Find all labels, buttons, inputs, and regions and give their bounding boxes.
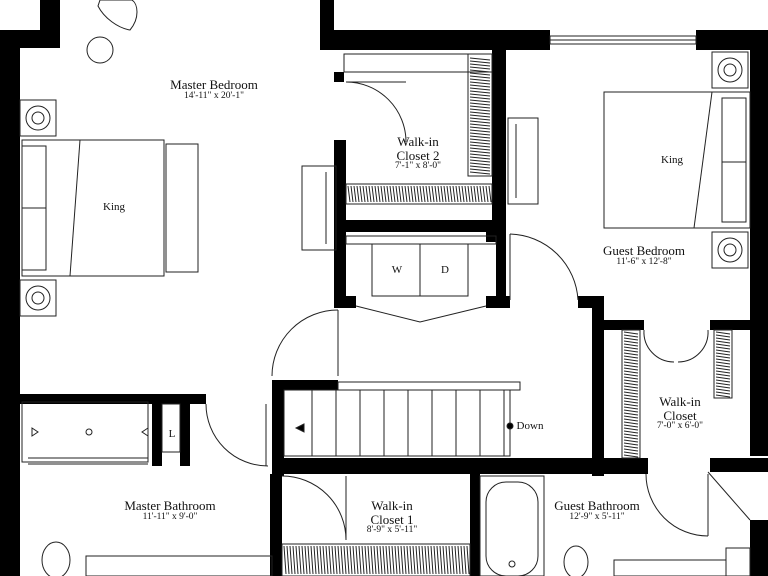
room-name: Walk-in — [659, 394, 701, 409]
room-name: Closet 2 — [396, 147, 440, 163]
room-dimensions: 11'-6" x 12'-8" — [616, 256, 672, 267]
room-name: Closet — [663, 407, 697, 423]
guest-bed-label: King — [661, 154, 683, 166]
room-name: Master Bathroom — [124, 498, 216, 513]
room-dimensions: 12'-9" x 5'-11" — [569, 511, 625, 522]
master-bed-label: King — [103, 201, 125, 213]
room-dimensions: 11'-11" x 9'-0" — [142, 511, 198, 522]
room-dimensions: 14'-11" x 20'-1" — [184, 90, 244, 101]
master-bedroom-label: Master Bedroom 14'-11" x 20'-1" — [170, 78, 258, 102]
room-name: Walk-in — [371, 498, 413, 513]
room-name: Closet 1 — [370, 511, 414, 527]
walkin-closet-1-label: Walk-in Closet 1 8'-9" x 5'-11" — [367, 499, 417, 536]
dryer-label: D — [441, 264, 449, 276]
doors — [205, 81, 751, 541]
room-name: Guest Bedroom — [603, 243, 685, 258]
room-name: Walk-in — [397, 134, 439, 149]
walkin-closet-label: Walk-in Closet 7'-0" x 6'-0" — [657, 395, 703, 432]
room-dimensions: 7'-0" x 6'-0" — [656, 421, 704, 432]
stair-treads — [311, 390, 505, 456]
room-name: Master Bedroom — [170, 77, 258, 92]
furniture — [19, 0, 751, 576]
walkin-closet-2-label: Walk-in Closet 2 7'-1" x 8'-0" — [395, 135, 441, 172]
stairs-down-label: Down — [516, 420, 544, 432]
room-dimensions: 7'-1" x 8'-0" — [394, 161, 442, 172]
guest-bedroom-label: Guest Bedroom 11'-6" x 12'-8" — [603, 244, 685, 268]
linen-closet-label: L — [168, 428, 176, 440]
misc-marks — [31, 422, 514, 437]
washer-label: W — [391, 264, 403, 276]
closet-hatching — [283, 57, 731, 575]
room-dimensions: 8'-9" x 5'-11" — [366, 525, 418, 536]
master-bathroom-label: Master Bathroom 11'-11" x 9'-0" — [124, 499, 215, 523]
guest-bathroom-label: Guest Bathroom 12'-9" x 5'-11" — [554, 499, 640, 523]
closet-shelving — [281, 53, 733, 576]
room-name: Guest Bathroom — [554, 498, 640, 513]
